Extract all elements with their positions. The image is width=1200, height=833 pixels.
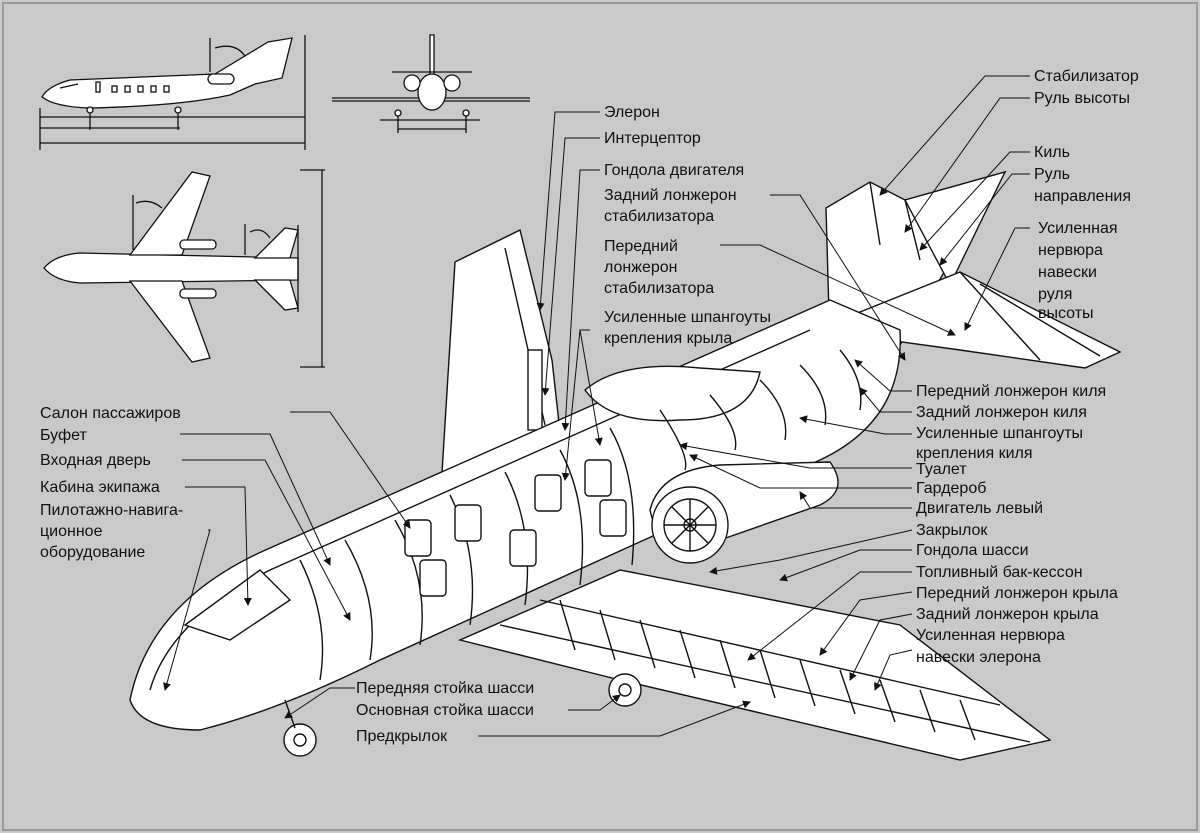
label-slat: Предкрылок: [356, 728, 448, 745]
label-stabilizer: Стабилизатор: [1034, 68, 1139, 85]
label-wing-frames-line1: Усиленные шпангоуты: [604, 309, 772, 326]
label-elevator-hinge-rib-line3: навески: [1038, 264, 1097, 281]
label-elevator-hinge-rib-line5: высоты: [1038, 305, 1094, 322]
label-fin: Киль: [1034, 144, 1070, 161]
front-view-drawing: [332, 34, 530, 133]
label-lavatory: Туалет: [916, 461, 967, 478]
label-passenger-cabin: Салон пассажиров: [40, 405, 181, 422]
label-stab-front-spar-line2: лонжерон: [604, 259, 678, 276]
label-avionics-line2: ционное: [40, 523, 103, 540]
label-engine-nacelle: Гондола двигателя: [604, 162, 745, 179]
label-stab-rear-spar-line2: стабилизатора: [604, 208, 715, 225]
label-wing-rear-spar: Задний лонжерон крыла: [916, 606, 1099, 623]
label-spoiler: Интерцептор: [604, 130, 701, 147]
label-rudder-line1: Руль: [1034, 166, 1070, 183]
label-elevator-hinge-rib-line2: нервюра: [1038, 242, 1103, 259]
label-elevator-hinge-rib-line4: руля: [1038, 286, 1073, 303]
side-view-drawing: [39, 35, 306, 150]
leader-lines: [163, 75, 1030, 737]
label-fuel-tank: Топливный бак-кессон: [916, 564, 1083, 581]
label-fin-rear-spar: Задний лонжерон киля: [916, 404, 1087, 421]
label-flap: Закрылок: [916, 522, 988, 539]
main-aircraft-drawing: [129, 170, 1122, 761]
label-elevator-hinge-rib-line1: Усиленная: [1038, 220, 1118, 237]
label-stab-front-spar-line1: Передний: [604, 238, 678, 255]
label-entry-door: Входная дверь: [40, 452, 151, 469]
label-aileron: Элерон: [604, 104, 660, 121]
label-avionics-line3: оборудование: [40, 544, 146, 561]
label-main-gear: Основная стойка шасси: [356, 702, 534, 719]
label-wing-frames-line2: крепления крыла: [604, 330, 733, 347]
label-aileron-hinge-rib-line2: навески элерона: [916, 649, 1041, 666]
label-rudder-line2: направления: [1034, 188, 1131, 205]
label-fin-frames-line2: крепления киля: [916, 445, 1033, 462]
label-gear-nacelle: Гондола шасси: [916, 542, 1029, 559]
label-fin-front-spar: Передний лонжерон киля: [916, 383, 1107, 400]
label-nose-gear: Передняя стойка шасси: [356, 680, 535, 697]
label-wardrobe: Гардероб: [916, 480, 987, 497]
label-stab-rear-spar-line1: Задний лонжерон: [604, 187, 737, 204]
label-aileron-hinge-rib-line1: Усиленная нервюра: [916, 627, 1065, 644]
label-flight-deck: Кабина экипажа: [40, 479, 160, 496]
top-view-drawing: [43, 169, 325, 368]
label-avionics-line1: Пилотажно-навига-: [40, 502, 184, 519]
label-galley: Буфет: [40, 427, 87, 444]
label-left-engine: Двигатель левый: [916, 500, 1044, 517]
label-wing-front-spar: Передний лонжерон крыла: [916, 585, 1118, 602]
label-stab-front-spar-line3: стабилизатора: [604, 280, 715, 297]
label-fin-frames-line1: Усиленные шпангоуты: [916, 425, 1084, 442]
label-elevator: Руль высоты: [1034, 90, 1130, 107]
